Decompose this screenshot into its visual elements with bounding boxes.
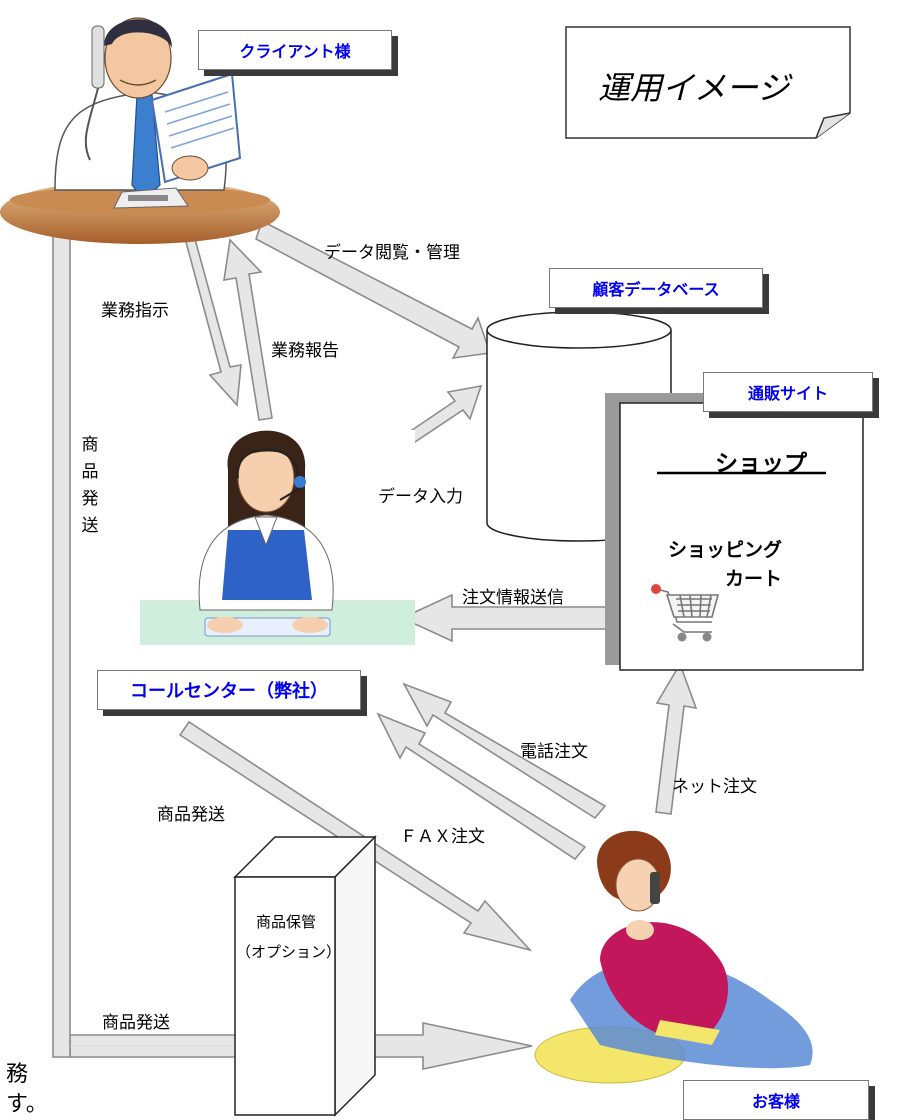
label-data-view: データ閲覧・管理: [324, 243, 460, 263]
warehouse-label: 商品保管 （オプション）: [236, 913, 342, 961]
label-phone-order: 電話注文: [520, 742, 588, 762]
arrow-instruction: [185, 237, 242, 407]
arrow-fax-order: [376, 712, 587, 861]
arrow-data-view: [255, 219, 492, 360]
shop-box: [619, 402, 864, 671]
warehouse-box: [233, 835, 377, 1117]
label-fax-order: ＦＡＸ注文: [400, 827, 485, 847]
title-note: 運用イメージ: [598, 69, 790, 107]
shop-title: ショップ: [715, 451, 807, 477]
label-net-order: ネット注文: [672, 777, 757, 797]
customer-tag: お客様: [683, 1080, 869, 1120]
callcenter-tag: コールセンター（弊社）: [97, 670, 361, 710]
label-order-info: 注文情報送信: [462, 588, 564, 608]
label-instruction: 業務指示: [101, 301, 169, 321]
arrow-shipping-mid: [178, 720, 533, 952]
operator-headset-icon: [140, 430, 415, 645]
arrow-report: [223, 238, 273, 421]
label-shipping-left: 商品発送: [81, 435, 99, 536]
woman-phone-icon: [534, 830, 813, 1084]
site-tag: 通販サイト: [703, 372, 873, 412]
label-report: 業務報告: [271, 341, 339, 361]
client-tag: クライアント様: [198, 30, 392, 70]
partial-body-text: 務 す。: [6, 1062, 48, 1117]
arrow-net-order: [655, 662, 698, 815]
arrow-phone-order: [402, 682, 607, 820]
shopping-cart-icon: [651, 584, 720, 642]
label-shipping-bottom: 商品発送: [102, 1013, 170, 1033]
label-data-input: データ入力: [378, 487, 463, 507]
label-shipping-mid: 商品発送: [157, 805, 225, 825]
businessman-phone-icon: [0, 17, 280, 244]
shopping-cart-label: ショッピング カート: [668, 539, 783, 590]
database-tag: 顧客データベース: [549, 268, 763, 308]
title-note-card: [565, 26, 851, 139]
arrow-shipping-left: [52, 232, 71, 1058]
